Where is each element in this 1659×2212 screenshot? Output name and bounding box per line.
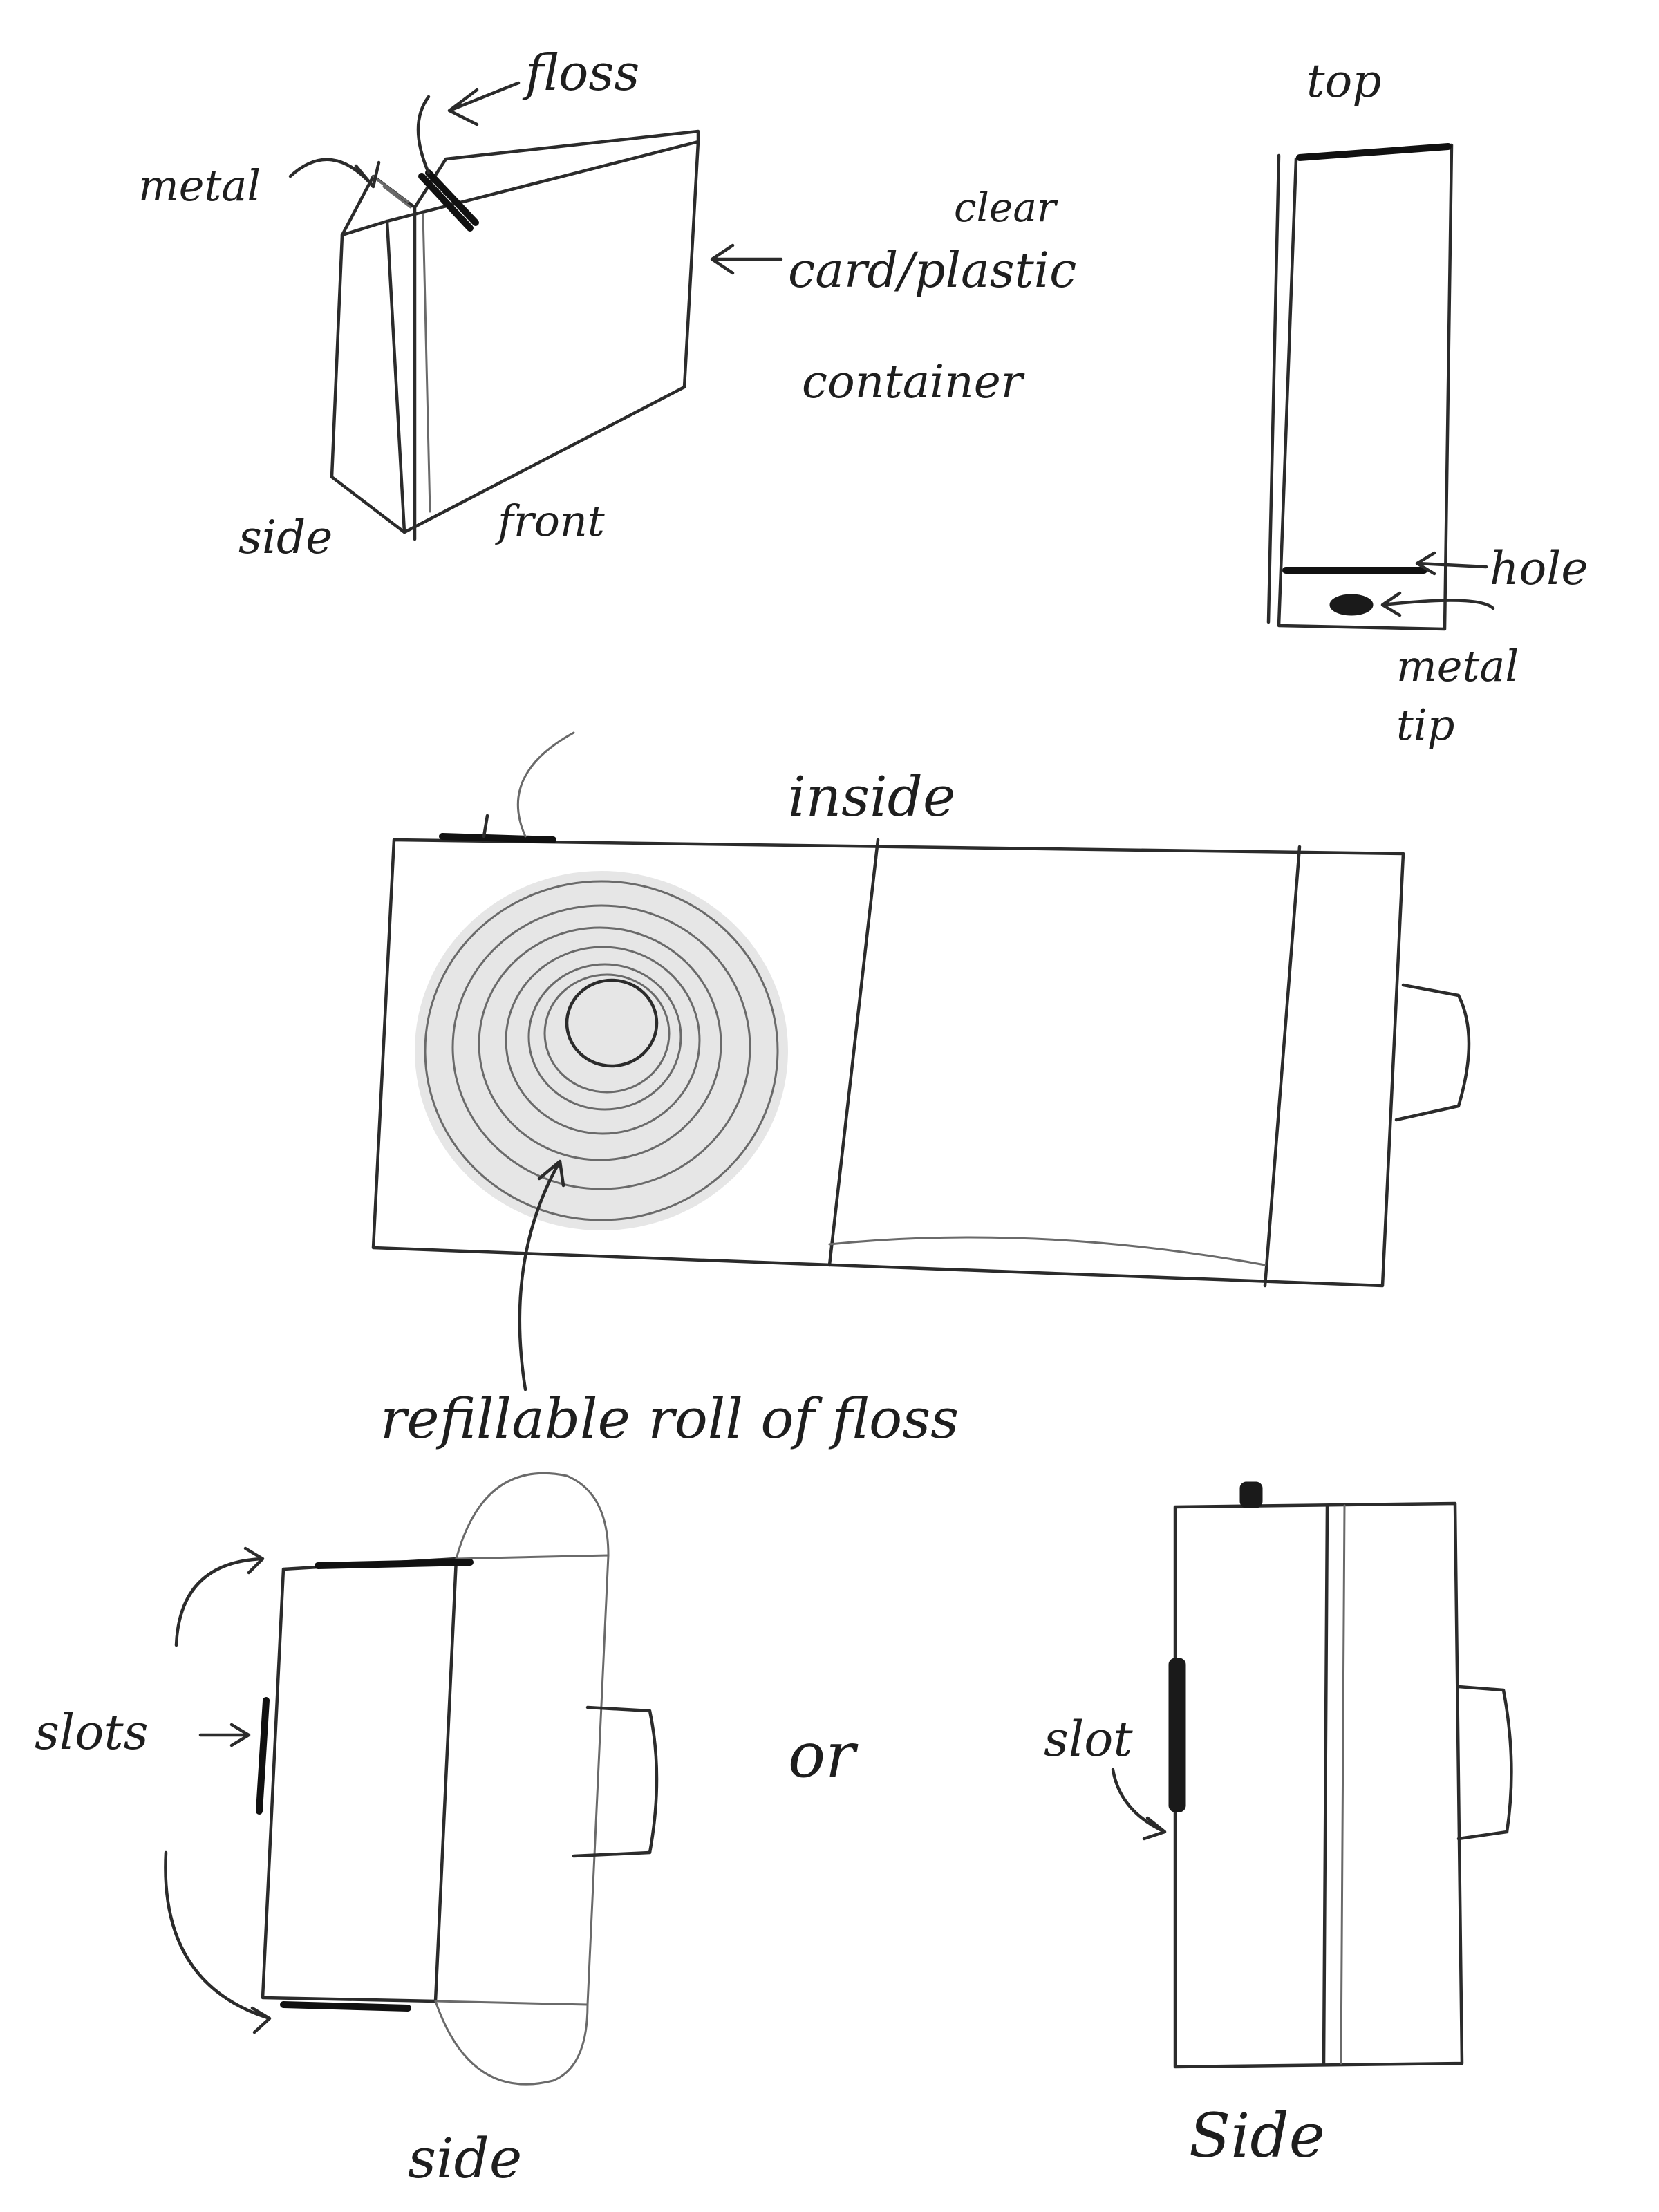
label-slot: slot: [1044, 1711, 1133, 1768]
perspective-box: [332, 131, 698, 539]
top-view-top-edge: [1300, 147, 1448, 158]
label-side-bottom-right: Side: [1189, 2100, 1325, 2171]
top-view-metal-tip: [1331, 595, 1372, 615]
label-refillable: refillable roll of floss: [380, 1387, 959, 1451]
slot-top: [318, 1562, 470, 1566]
label-slots: slots: [35, 1704, 149, 1761]
inside-top-tab: [442, 836, 553, 840]
label-clear: clear: [954, 184, 1058, 231]
label-container: container: [802, 355, 1025, 409]
side-view-slot: [1113, 1483, 1511, 2067]
label-metal-tip-2: tip: [1396, 700, 1454, 750]
floss-roll: [415, 871, 788, 1389]
slot-bottom: [283, 2005, 408, 2008]
slot-side: [1170, 1659, 1185, 1811]
slot-middle: [259, 1700, 266, 1811]
side-view-slots: [165, 1473, 657, 2084]
label-inside: inside: [788, 765, 955, 829]
label-side-bottom-left: side: [408, 2126, 522, 2191]
label-metal: metal: [138, 160, 261, 211]
label-front: front: [495, 496, 605, 546]
label-hole: hole: [1490, 542, 1588, 595]
label-side-top: side: [238, 511, 332, 564]
perspective-box-arrows: [290, 83, 781, 273]
label-floss: floss: [522, 44, 639, 102]
label-top: top: [1306, 55, 1382, 108]
label-metal-tip-1: metal: [1396, 641, 1519, 691]
top-view: [1268, 145, 1493, 629]
label-card-plastic: card/plastic: [788, 242, 1076, 299]
top-nub: [1241, 1483, 1262, 1507]
label-or: or: [788, 1719, 859, 1792]
